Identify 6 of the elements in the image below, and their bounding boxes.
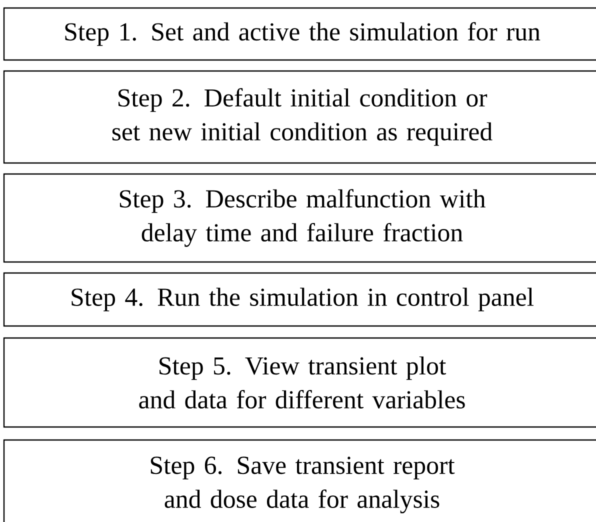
step-box: Step 1. Set and active the simulation for run — [3, 7, 596, 61]
step-box: Step 4. Run the simulation in control panel — [3, 272, 596, 327]
step-box: Step 6. Save transient report and dose data for analysis — [3, 439, 596, 522]
step-box: Step 5. View transient plot and data for different variables — [3, 337, 596, 428]
step-box: Step 2. Default initial condition or set new initial condition as required — [3, 70, 596, 164]
step-box: Step 3. Describe malfunction with delay time and failure fraction — [3, 173, 596, 263]
